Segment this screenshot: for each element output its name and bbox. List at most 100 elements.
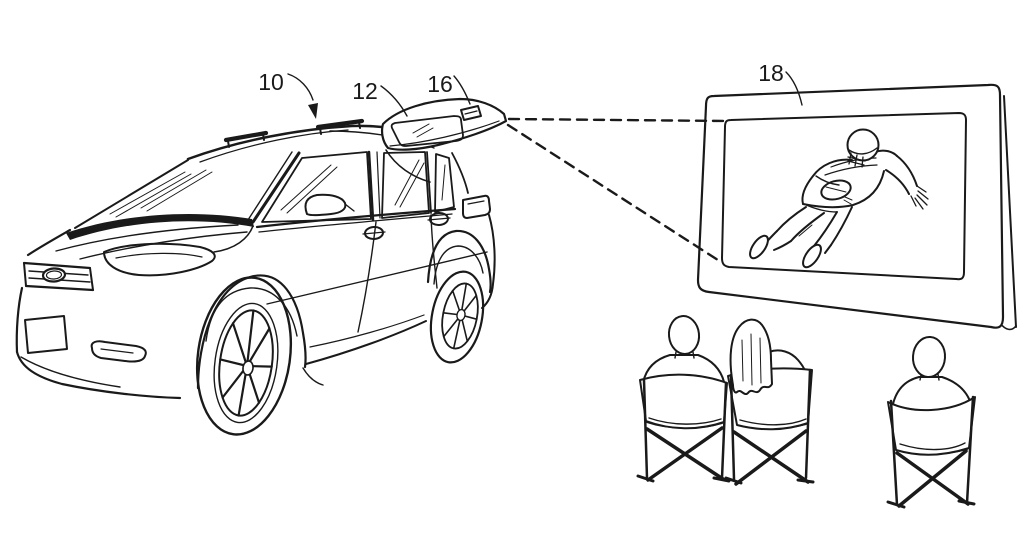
label-12-liftgate: 12 (352, 78, 408, 117)
rear-door-window (381, 151, 430, 219)
front-window-streaks (280, 164, 338, 214)
player-helmet (846, 128, 880, 162)
player-far-thigh-top (776, 206, 807, 232)
projector-lens-line (464, 110, 478, 115)
body-crease (266, 251, 488, 305)
windshield-left-pillar (74, 159, 189, 229)
quarter-window-streak (441, 164, 446, 201)
folding-chair-right (886, 395, 976, 509)
viewer-right (886, 336, 976, 509)
front-wheel-spokes (219, 309, 273, 417)
liftgate (380, 97, 508, 151)
beltline (255, 207, 457, 229)
viewer-left (636, 315, 731, 483)
door-bottom-line (309, 314, 425, 348)
rear-door-handle (427, 211, 451, 227)
player-hand-fingers (910, 185, 929, 210)
player-far-shin-b (773, 240, 792, 251)
license-plate (24, 315, 68, 354)
rear-wheel-arch (426, 229, 492, 294)
screen-kickstand (1003, 95, 1017, 328)
projection-beam-upper (507, 117, 728, 123)
label-16-text: 16 (427, 71, 453, 97)
audience (636, 315, 976, 509)
front-door-window (261, 151, 372, 223)
projection-screen (696, 83, 1017, 331)
hood-creases (55, 224, 248, 260)
cowl-heavy-band (66, 213, 254, 240)
label-10-leader (287, 73, 314, 101)
projector-unit (460, 105, 482, 121)
rocker-panel (305, 320, 427, 365)
front-wheel-arch (196, 274, 324, 390)
football-player (749, 128, 929, 269)
player-pant-stripe (798, 224, 813, 237)
player-near-thigh-bottom (830, 206, 853, 246)
folding-chair-left (636, 373, 731, 483)
label-12-text: 12 (352, 78, 378, 104)
viewer-right-neck (919, 373, 940, 381)
hood-right-cut (213, 225, 254, 253)
roof-inner-line (199, 129, 349, 163)
player-facemask (847, 152, 866, 168)
rear-body-edge (481, 214, 496, 309)
viewer-middle-hair-strands (741, 333, 762, 386)
player-helmet-brim (848, 147, 878, 155)
player-left-forearm (815, 175, 840, 186)
d-pillar-edge (451, 152, 469, 194)
brand-oval-badge (41, 267, 67, 283)
label-18-screen: 18 (758, 60, 803, 106)
label-18-leader (785, 71, 803, 106)
liftgate-window-streaks (412, 123, 434, 138)
viewer-right-head (911, 336, 947, 378)
folding-chair-middle-frame (724, 368, 815, 486)
viewer-left-head (667, 315, 701, 355)
label-12-leader (380, 85, 408, 117)
chair-left-cross-legs (645, 426, 725, 482)
roof-rail-front (223, 130, 269, 148)
projection-beam (506, 117, 728, 264)
chair-middle-feet (724, 476, 815, 485)
front-door-handle (362, 225, 386, 241)
rear-window-streaks (394, 159, 425, 208)
projection-beam-lower (506, 123, 723, 264)
label-10-arrowhead-icon (308, 103, 318, 119)
player-near-shoe (802, 243, 822, 269)
rear-wheel-hub (456, 308, 466, 322)
viewer-middle (724, 318, 815, 486)
reference-labels: 10 12 16 18 (258, 60, 803, 119)
liftgate-window (390, 115, 464, 147)
bumper-lip-line (20, 356, 121, 388)
bumper-left-edge (15, 286, 24, 354)
bumper-bottom-edge (15, 350, 182, 400)
hood-left-edge (26, 228, 72, 257)
chair-right-cross-legs (895, 449, 970, 508)
roof-rail-rear (315, 118, 365, 135)
player-waist (803, 203, 838, 213)
front-wheel-hub (242, 360, 254, 376)
viewer-left-neck (674, 351, 695, 359)
player-jersey-side (802, 170, 885, 209)
front-wheel (195, 276, 293, 436)
player-far-shoe (749, 234, 769, 260)
cargo-opening-edge (385, 149, 431, 183)
quarter-window (434, 153, 455, 213)
chair-middle-cross-legs (732, 429, 810, 486)
vehicle (15, 97, 508, 436)
player-back-outline (801, 158, 853, 205)
player-hand-on-ball (843, 196, 853, 205)
windshield-streaks (109, 169, 213, 218)
chair-left-back-panel (639, 373, 728, 430)
headlight (103, 242, 216, 277)
player-arm-top (896, 155, 918, 187)
chair-left-feet (636, 474, 731, 483)
label-18-text: 18 (758, 60, 784, 86)
player-arm-bottom (885, 169, 910, 195)
football-seam (825, 186, 847, 193)
player-far-thigh-bottom (790, 212, 825, 242)
label-16-leader (453, 75, 471, 105)
label-10-text: 10 (258, 69, 284, 95)
fog-lamp (90, 340, 147, 363)
